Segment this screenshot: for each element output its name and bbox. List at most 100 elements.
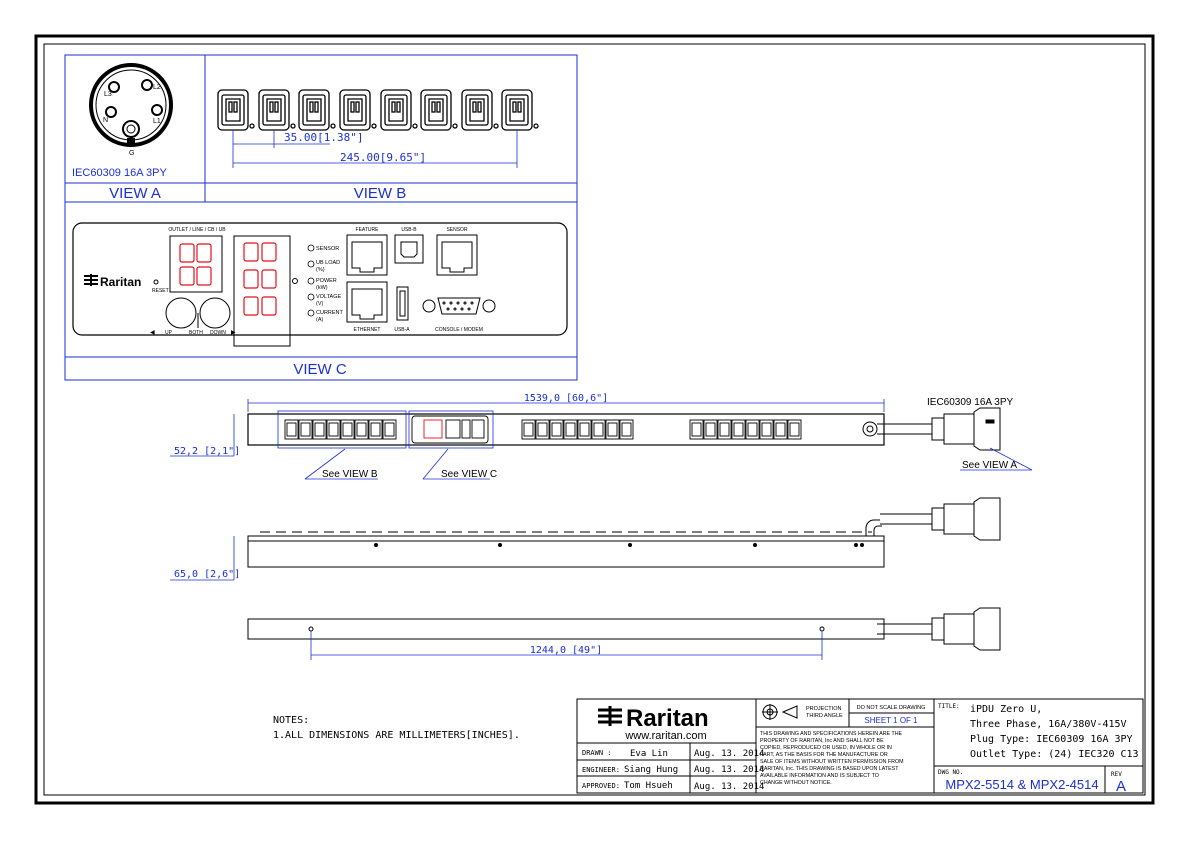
- pin-label-l1: L1: [153, 118, 161, 125]
- indicator-voltage: VOLTAGE(V): [316, 294, 341, 307]
- right-arrow-icon: ▶: [231, 330, 236, 336]
- view-a-plug-label: IEC60309 16A 3PY: [72, 167, 167, 179]
- projection-line-2: THIRD ANGLE: [806, 713, 843, 719]
- pin-l2: [141, 79, 153, 91]
- console-port[interactable]: [422, 297, 496, 315]
- indicator-current: CURRENT(A): [316, 310, 344, 323]
- outlet-c13: [298, 89, 336, 131]
- rev-label: REV: [1111, 771, 1122, 778]
- dim-depth: 65,0 [2,6"]: [174, 569, 240, 580]
- reset-label: RESET: [152, 288, 169, 294]
- outlet-bank-3: [689, 419, 802, 440]
- pin-l1: [151, 104, 163, 116]
- approved-name: Tom Hsueh: [624, 781, 673, 791]
- port-label-sensor: SENSOR: [446, 227, 468, 233]
- port-label-console: CONSOLE / MODEM: [435, 327, 483, 333]
- pdu-back-view: [247, 607, 1001, 651]
- port-label-usb-b: USB-B: [401, 227, 417, 233]
- back-dimension-lines: [310, 631, 823, 660]
- callout-see-view-c: See VIEW C: [441, 469, 497, 480]
- notes-heading: NOTES:: [273, 715, 309, 726]
- view-b-title: VIEW B: [354, 185, 407, 202]
- pin-g: [122, 120, 140, 138]
- disclaimer-line: SALE OF ITEMS WITHOUT WRITTEN PERMISSION…: [760, 759, 904, 765]
- pdu-side-view: [247, 497, 1001, 568]
- outlet-c13: [217, 89, 255, 131]
- pin-label-l3: L3: [104, 91, 112, 98]
- view-a-title: VIEW A: [109, 185, 161, 202]
- usb-b-port[interactable]: [394, 234, 424, 264]
- disclaimer-line: RARITAN, Inc. THIS DRAWING IS BASED UPON…: [760, 766, 899, 772]
- outlet-c13: [258, 89, 296, 131]
- panel-brand: Raritan: [100, 275, 141, 289]
- main-plug-label: IEC60309 16A 3PY: [927, 397, 1014, 408]
- ethernet-port[interactable]: [346, 281, 388, 323]
- disclaimer-line: AVAILABLE INFORMATION AND IS SUBJECT TO: [760, 773, 879, 779]
- notes-line-1: 1.ALL DIMENSIONS ARE MILLIMETERS[INCHES]…: [273, 730, 520, 741]
- sensor-port[interactable]: [436, 234, 478, 276]
- approved-date: Aug. 13. 2014: [694, 782, 764, 792]
- title-block-logo: Raritan www.raritan.com: [598, 705, 709, 742]
- reset-button[interactable]: [153, 279, 159, 285]
- disclaimer: THIS DRAWING AND SPECIFICATIONS HEREIN A…: [760, 731, 904, 786]
- outlet-c13: [461, 89, 499, 131]
- front-dimension-lines: [170, 399, 1033, 480]
- button-label-both: BOTH: [189, 330, 203, 336]
- port-label-ethernet: ETHERNET: [354, 327, 381, 333]
- title-line-4: Outlet Type: (24) IEC320 C13: [970, 749, 1139, 760]
- title-line-1: iPDU Zero U,: [970, 704, 1042, 715]
- indicator-power: POWER(kW): [316, 278, 337, 291]
- pin-l3: [108, 81, 120, 93]
- dwg-number: MPX2-5514 & MPX2-4514: [945, 777, 1098, 792]
- title-line-2: Three Phase, 16A/380V-415V: [970, 719, 1127, 730]
- callout-see-view-b: See VIEW B: [322, 469, 378, 480]
- inner-border: [43, 43, 1146, 796]
- dwg-label: DWG NO.: [938, 769, 963, 776]
- indicator-sensor: SENSOR: [316, 246, 339, 252]
- led-display-right: [233, 235, 291, 347]
- title-block: [576, 698, 1144, 794]
- sheet-number: SHEET 1 OF 1: [864, 716, 918, 725]
- left-arrow-icon: ◀: [150, 330, 155, 336]
- engineer-label: ENGINEER:: [582, 766, 620, 774]
- disclaimer-line: COPIED, REPRODUCED OR USED, IN WHOLE OR …: [760, 745, 892, 751]
- do-not-scale: DO NOT SCALE DRAWING: [857, 705, 926, 711]
- raritan-logo: Raritan: [84, 274, 141, 289]
- view-a-plug-face: L3 L2 N L1 G: [89, 63, 173, 157]
- pin-label-g: G: [129, 150, 134, 157]
- view-c-title: VIEW C: [293, 361, 347, 378]
- title-line-3: Plug Type: IEC60309 16A 3PY: [970, 734, 1133, 745]
- title-block-website: www.raritan.com: [624, 730, 706, 742]
- button-label-up: UP: [165, 330, 173, 336]
- view-b-dim-span: 245.00[9.65"]: [340, 151, 426, 164]
- button-label-down: DOWN: [210, 330, 226, 336]
- view-b-outlets: [217, 89, 539, 131]
- outlet-c13: [380, 89, 418, 131]
- rev-value: A: [1116, 778, 1126, 795]
- controller-module: [411, 415, 489, 444]
- up-button[interactable]: [165, 297, 197, 329]
- input-cord-plug: [877, 407, 1001, 451]
- feature-port[interactable]: [346, 234, 388, 276]
- pin-n: [105, 106, 117, 118]
- drawn-date: Aug. 13. 2014: [694, 749, 764, 759]
- down-button[interactable]: [199, 297, 231, 329]
- outlet-bank-2: [521, 419, 634, 440]
- drawn-label: DRAWN :: [582, 749, 612, 757]
- disclaimer-line: CHANGE WITHOUT NOTICE.: [760, 780, 832, 786]
- dim-overall-length: 1539,0 [60,6"]: [524, 393, 608, 404]
- port-label-usb-a: USB-A: [394, 327, 410, 333]
- port-label-feature: FEATURE: [356, 227, 380, 233]
- projection-symbol: [762, 704, 798, 720]
- drawn-name: Eva Lin: [630, 749, 668, 759]
- engineer-date: Aug. 13. 2014: [694, 765, 764, 775]
- title-block-brand: Raritan: [626, 705, 709, 732]
- disclaimer-line: PART, AS THE BASIS FOR THE MANUFACTURE O…: [760, 752, 888, 758]
- outlet-c13: [420, 89, 458, 131]
- outlet-c13: [339, 89, 377, 131]
- approved-label: APPROVED:: [582, 782, 620, 790]
- usb-a-port[interactable]: [396, 286, 409, 321]
- disclaimer-line: THIS DRAWING AND SPECIFICATIONS HEREIN A…: [760, 731, 903, 737]
- side-dimension-lines: [170, 536, 235, 581]
- led-display-left: [169, 235, 223, 293]
